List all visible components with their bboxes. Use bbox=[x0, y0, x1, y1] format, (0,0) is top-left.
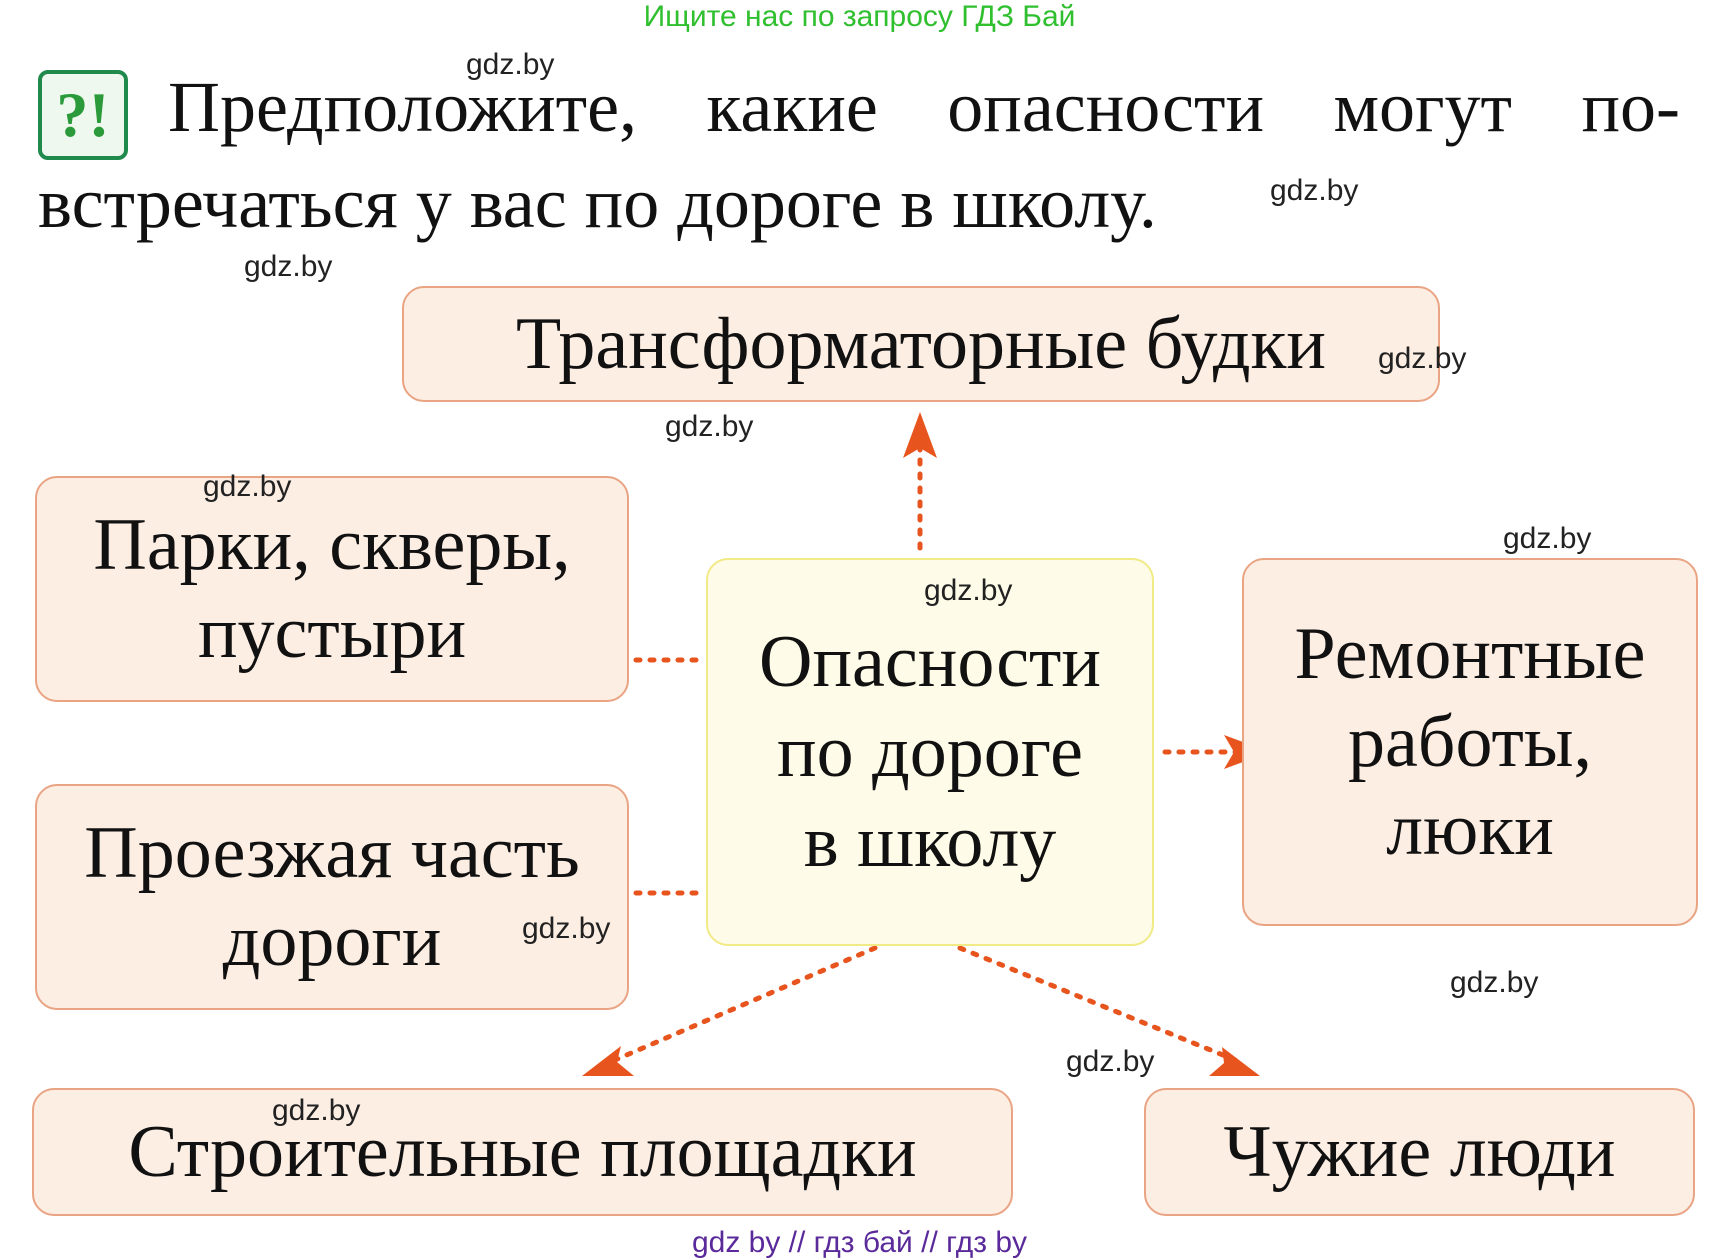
arrow-line-bottom-left bbox=[612, 945, 878, 1063]
watermark: gdz.by bbox=[522, 912, 611, 945]
box-construction-sites: Строительные площадки bbox=[32, 1088, 1013, 1216]
footer-note: gdz by // гдз бай // гдз by bbox=[691, 1226, 1028, 1259]
task-line-1: Предположите, какие опасности могут по- bbox=[168, 67, 1680, 147]
watermark: gdz.by bbox=[244, 250, 333, 283]
box-repair-line-1: Ремонтные bbox=[1294, 613, 1646, 695]
center-box: Опасности по дороге в школу bbox=[706, 558, 1154, 946]
watermark: gdz.by bbox=[665, 410, 754, 443]
box-parks: Парки, скверы, пустыри bbox=[35, 476, 629, 702]
box-repair-works: Ремонтные работы, люки bbox=[1242, 558, 1698, 926]
box-roadway: Проезжая часть дороги bbox=[35, 784, 629, 1010]
question-badge-icon: ?! bbox=[38, 70, 128, 160]
center-line-3: в школу bbox=[803, 801, 1057, 883]
watermark: gdz.by bbox=[203, 470, 292, 503]
watermark: gdz.by bbox=[1066, 1045, 1155, 1078]
box-strangers: Чужие люди bbox=[1144, 1088, 1695, 1216]
watermark: gdz.by bbox=[1270, 174, 1359, 207]
box-parks-line-1: Парки, скверы, bbox=[93, 504, 571, 586]
arrowhead-bottom-right bbox=[1209, 1047, 1260, 1076]
box-construction-label: Строительные площадки bbox=[128, 1111, 917, 1193]
watermark: gdz.by bbox=[272, 1094, 361, 1127]
watermark: gdz.by bbox=[1450, 966, 1539, 999]
center-line-1: Опасности bbox=[759, 621, 1101, 703]
watermark: gdz.by bbox=[466, 48, 555, 81]
box-repair-line-2: работы, bbox=[1347, 701, 1593, 783]
arrow-line-bottom-right bbox=[957, 945, 1238, 1063]
box-parks-line-2: пустыри bbox=[197, 592, 467, 674]
watermark: gdz.by bbox=[924, 574, 1013, 607]
box-strangers-label: Чужие люди bbox=[1223, 1111, 1616, 1193]
box-transformer-booths: Трансформаторные будки bbox=[402, 286, 1440, 402]
arrowhead-bottom-left bbox=[582, 1046, 634, 1076]
box-roadway-line-2: дороги bbox=[222, 900, 442, 982]
center-line-2: по дороге bbox=[777, 711, 1083, 793]
task-line-2: встречаться у вас по дороге в школу. bbox=[38, 163, 1157, 243]
box-roadway-line-1: Проезжая часть bbox=[84, 812, 580, 894]
watermark: gdz.by bbox=[1503, 522, 1592, 555]
watermark: gdz.by bbox=[1378, 342, 1467, 375]
box-repair-line-3: люки bbox=[1386, 789, 1554, 871]
arrowhead-up bbox=[903, 412, 937, 458]
header-note: Ищите нас по запросу ГДЗ Бай bbox=[643, 0, 1076, 33]
box-transformer-booths-label: Трансформаторные будки bbox=[515, 303, 1327, 385]
